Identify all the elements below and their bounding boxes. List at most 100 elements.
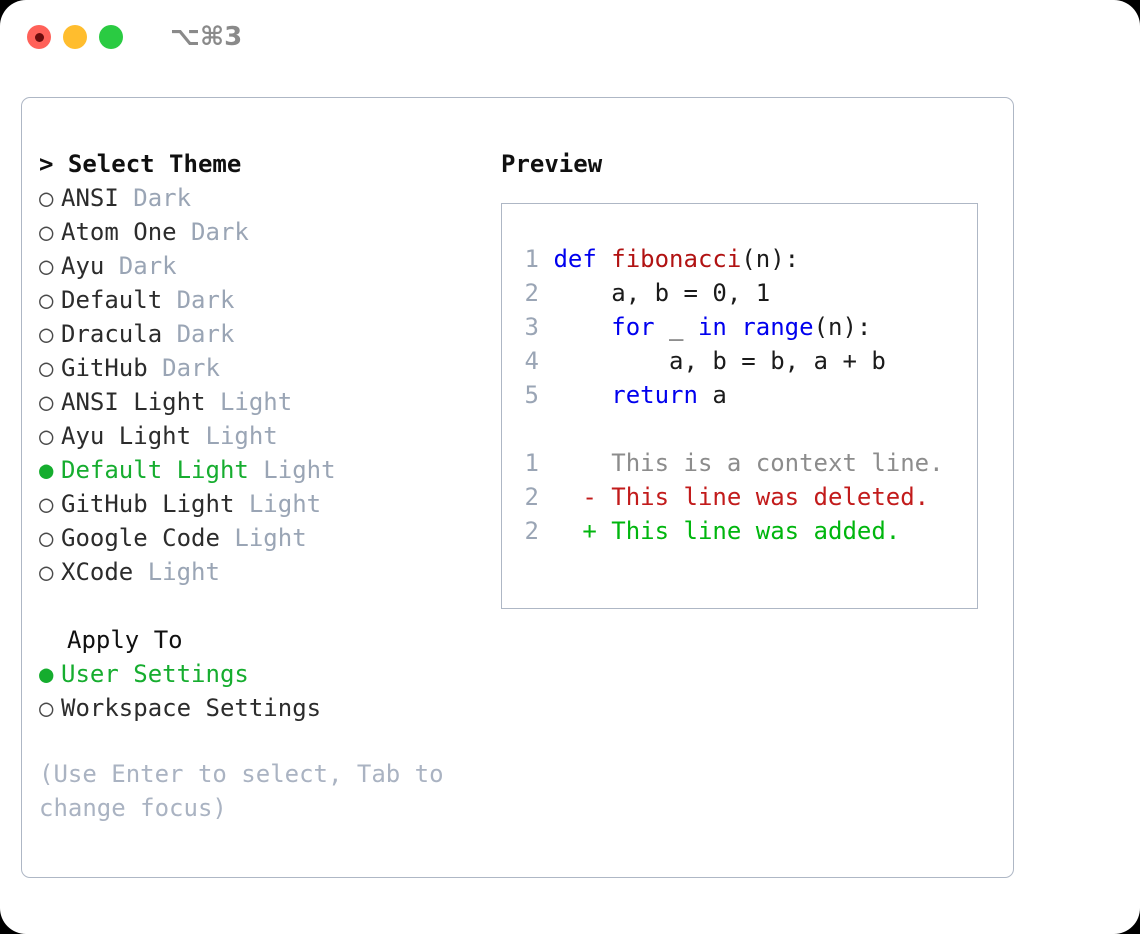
- code-token: (n):: [741, 245, 800, 273]
- theme-variant-label: Light: [248, 456, 336, 484]
- keyboard-shortcut-label: ⌥⌘3: [170, 22, 243, 52]
- code-token: [553, 381, 611, 409]
- theme-name: Google Code: [61, 524, 220, 552]
- maximize-button[interactable]: [99, 25, 123, 49]
- theme-variant-label: Dark: [162, 320, 235, 348]
- theme-list-item[interactable]: ○GitHub Dark: [39, 351, 479, 385]
- radio-unselected-icon[interactable]: ○: [39, 218, 54, 246]
- select-theme-header: > Select Theme: [39, 150, 242, 178]
- apply-to-option-label: Workspace Settings: [61, 694, 322, 722]
- gutter-space: [539, 347, 553, 375]
- gutter-space: [539, 313, 553, 341]
- code-token: return: [611, 381, 698, 409]
- radio-unselected-icon[interactable]: ○: [39, 388, 54, 416]
- theme-name: ANSI Light: [61, 388, 206, 416]
- theme-list-item[interactable]: ○Atom One Dark: [39, 215, 479, 249]
- close-button[interactable]: [27, 25, 51, 49]
- code-line: 5 return a: [513, 378, 971, 412]
- main-panel: > Select Theme ○ANSI Dark○Atom One Dark○…: [21, 97, 1014, 878]
- diff-text: This is a context line.: [611, 449, 944, 477]
- gutter-space: [539, 245, 553, 273]
- code-token: fibonacci: [611, 245, 742, 273]
- radio-unselected-icon[interactable]: ○: [39, 252, 54, 280]
- radio-unselected-icon[interactable]: ○: [39, 422, 54, 450]
- code-token: _: [654, 313, 698, 341]
- code-token: in: [697, 313, 727, 341]
- section-spacer: [39, 589, 479, 623]
- code-token: [727, 313, 741, 341]
- theme-list-item[interactable]: ○Ayu Light Light: [39, 419, 479, 453]
- theme-picker-column: > Select Theme ○ANSI Dark○Atom One Dark○…: [39, 147, 479, 825]
- radio-unselected-icon[interactable]: ○: [39, 320, 54, 348]
- theme-name: ANSI: [61, 184, 119, 212]
- code-line: 4 a, b = b, a + b: [513, 344, 971, 378]
- radio-selected-icon[interactable]: ●: [39, 660, 54, 688]
- apply-to-list: ●User Settings○Workspace Settings: [39, 657, 479, 725]
- apply-to-option[interactable]: ●User Settings: [39, 657, 479, 691]
- radio-unselected-icon[interactable]: ○: [39, 558, 54, 586]
- code-token: a, b = b, a + b: [553, 347, 886, 375]
- gutter-space: [539, 279, 553, 307]
- theme-list-item[interactable]: ○Default Dark: [39, 283, 479, 317]
- code-line: 3 for _ in range(n):: [513, 310, 971, 344]
- theme-list-item[interactable]: ○Ayu Dark: [39, 249, 479, 283]
- theme-list-item[interactable]: ○XCode Light: [39, 555, 479, 589]
- code-line: 1 def fibonacci(n):: [513, 242, 971, 276]
- theme-list-item[interactable]: ○Google Code Light: [39, 521, 479, 555]
- theme-variant-label: Dark: [176, 218, 249, 246]
- window-controls: [27, 25, 123, 49]
- code-token: def: [553, 245, 612, 273]
- preview-title: Preview: [501, 150, 603, 178]
- line-number: 3: [524, 313, 539, 341]
- code-token: (n):: [813, 313, 872, 341]
- radio-unselected-icon[interactable]: ○: [39, 694, 54, 722]
- line-number: 4: [524, 347, 539, 375]
- theme-list-item[interactable]: ○GitHub Light Light: [39, 487, 479, 521]
- line-number: 1: [524, 449, 539, 477]
- apply-to-option-label: User Settings: [61, 660, 249, 688]
- title-bar: ⌥⌘3: [0, 0, 1140, 78]
- theme-list-item[interactable]: ○ANSI Light Light: [39, 385, 479, 419]
- theme-name: Ayu Light: [61, 422, 192, 450]
- diff-text: This line was deleted.: [611, 483, 930, 511]
- code-token: [553, 313, 611, 341]
- theme-variant-label: Light: [234, 490, 322, 518]
- theme-name: XCode: [61, 558, 134, 586]
- apply-to-option[interactable]: ○Workspace Settings: [39, 691, 479, 725]
- line-number: 2: [524, 517, 539, 545]
- line-number: 1: [524, 245, 539, 273]
- code-line: 2 a, b = 0, 1: [513, 276, 971, 310]
- theme-variant-label: Light: [191, 422, 278, 450]
- theme-variant-label: Light: [219, 524, 307, 552]
- diff-marker: -: [539, 483, 612, 511]
- code-token: a: [697, 381, 727, 409]
- theme-name: Default Light: [61, 456, 249, 484]
- code-diff-separator: [513, 412, 971, 446]
- theme-list-item[interactable]: ○Dracula Dark: [39, 317, 479, 351]
- minimize-button[interactable]: [63, 25, 87, 49]
- line-number: 5: [524, 381, 539, 409]
- preview-column: Preview 1 def fibonacci(n):2 a, b = 0, 1…: [501, 147, 991, 609]
- code-token: for: [611, 313, 655, 341]
- theme-variant-label: Dark: [162, 286, 235, 314]
- diff-line: 1 This is a context line.: [513, 446, 971, 480]
- code-token: a, b = 0, 1: [553, 279, 771, 307]
- radio-selected-icon[interactable]: ●: [39, 456, 54, 484]
- theme-variant-label: Light: [133, 558, 220, 586]
- radio-unselected-icon[interactable]: ○: [39, 524, 54, 552]
- diff-line: 2 + This line was added.: [513, 514, 971, 548]
- radio-unselected-icon[interactable]: ○: [39, 286, 54, 314]
- theme-variant-label: Dark: [118, 184, 192, 212]
- theme-list-item[interactable]: ○ANSI Dark: [39, 181, 479, 215]
- radio-unselected-icon[interactable]: ○: [39, 184, 54, 212]
- code-token: range: [741, 313, 814, 341]
- radio-unselected-icon[interactable]: ○: [39, 354, 54, 382]
- theme-name: Ayu: [61, 252, 105, 280]
- diff-marker: [539, 449, 611, 477]
- theme-list-item[interactable]: ●Default Light Light: [39, 453, 479, 487]
- radio-unselected-icon[interactable]: ○: [39, 490, 54, 518]
